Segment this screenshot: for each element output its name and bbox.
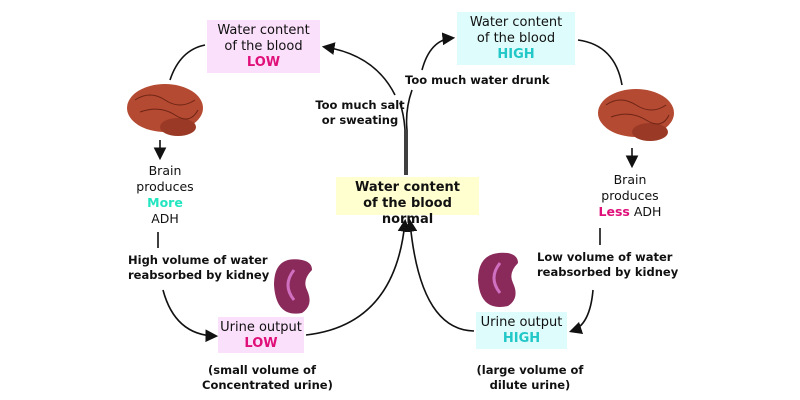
box-text: Urine output [220,320,302,335]
line-normal-up-left [399,102,406,175]
level-low: LOW [246,55,281,70]
trigger-salt-label: Too much salt or sweating [315,98,405,128]
arrow-urine-high-to-normal [404,218,475,332]
kidney-icon-left [274,259,312,314]
text-line: reabsorbed by kidney [537,265,679,279]
urine-output-high-box: Urine output HIGH [476,312,567,349]
arrow-normal-to-low [321,42,396,96]
box-text: of the blood [224,39,303,54]
blood-water-high-box: Water content of the blood HIGH [457,12,575,65]
level-high: HIGH [497,47,535,62]
box-text: Water content [354,180,460,195]
text-line: Brain [148,163,182,178]
urine-output-low-box: Urine output LOW [218,317,304,353]
brain-icon-left [127,84,203,136]
text-line: or sweating [321,113,399,127]
amount-more: More [147,195,183,210]
kidney-left-label: High volume of water reabsorbed by kidne… [128,253,270,283]
brain-left-label: Brain produces More ADH [125,163,205,227]
blood-water-low-box: Water content of the blood LOW [207,20,320,73]
text-line: (small volume of [208,363,316,377]
text-line: ADH [633,204,662,219]
level-low: LOW [244,336,278,351]
text-line: Concentrated urine) [202,378,333,392]
box-text: Water content [469,15,563,30]
amount-less: Less [598,204,630,219]
arrow-kidney-to-urine-high [568,289,594,335]
box-text: Urine output [480,315,563,330]
text-line: High volume of water [128,253,268,267]
kidney-icon-right [478,252,518,307]
urine-low-note: (small volume of Concentrated urine) [202,363,333,393]
arrow-high-to-brain [577,39,623,86]
arrow-brain-to-low [169,44,206,81]
text-line: Low volume of water [537,250,673,264]
urine-high-note: (large volume of dilute urine) [470,363,590,393]
text-line: dilute urine) [489,378,571,392]
line-normal-up [405,89,413,175]
text-line: produces [136,179,194,194]
box-text: of the blood normal [363,196,452,227]
trigger-water-label: Too much water drunk [405,73,550,87]
blood-water-normal-box: Water content of the blood normal [336,177,479,227]
arrow-urine-low-to-normal [305,218,411,336]
text-line: produces [601,188,659,203]
arrow-kidney-to-urine-low [162,289,219,343]
arrow-normal-to-high [421,32,456,71]
text-line: ADH [151,211,179,226]
brain-icon-right [598,89,674,141]
text-line: Too much salt [315,98,405,112]
text-line: (large volume of [476,363,584,377]
brain-right-label: Brain produces Less ADH [590,172,670,220]
kidney-right-label: Low volume of water reabsorbed by kidney [537,250,679,280]
level-high: HIGH [502,331,541,346]
box-text: Water content [217,23,310,38]
text-line: reabsorbed by kidney [128,268,270,282]
text-line: Brain [613,172,647,187]
box-text: of the blood [476,31,556,46]
